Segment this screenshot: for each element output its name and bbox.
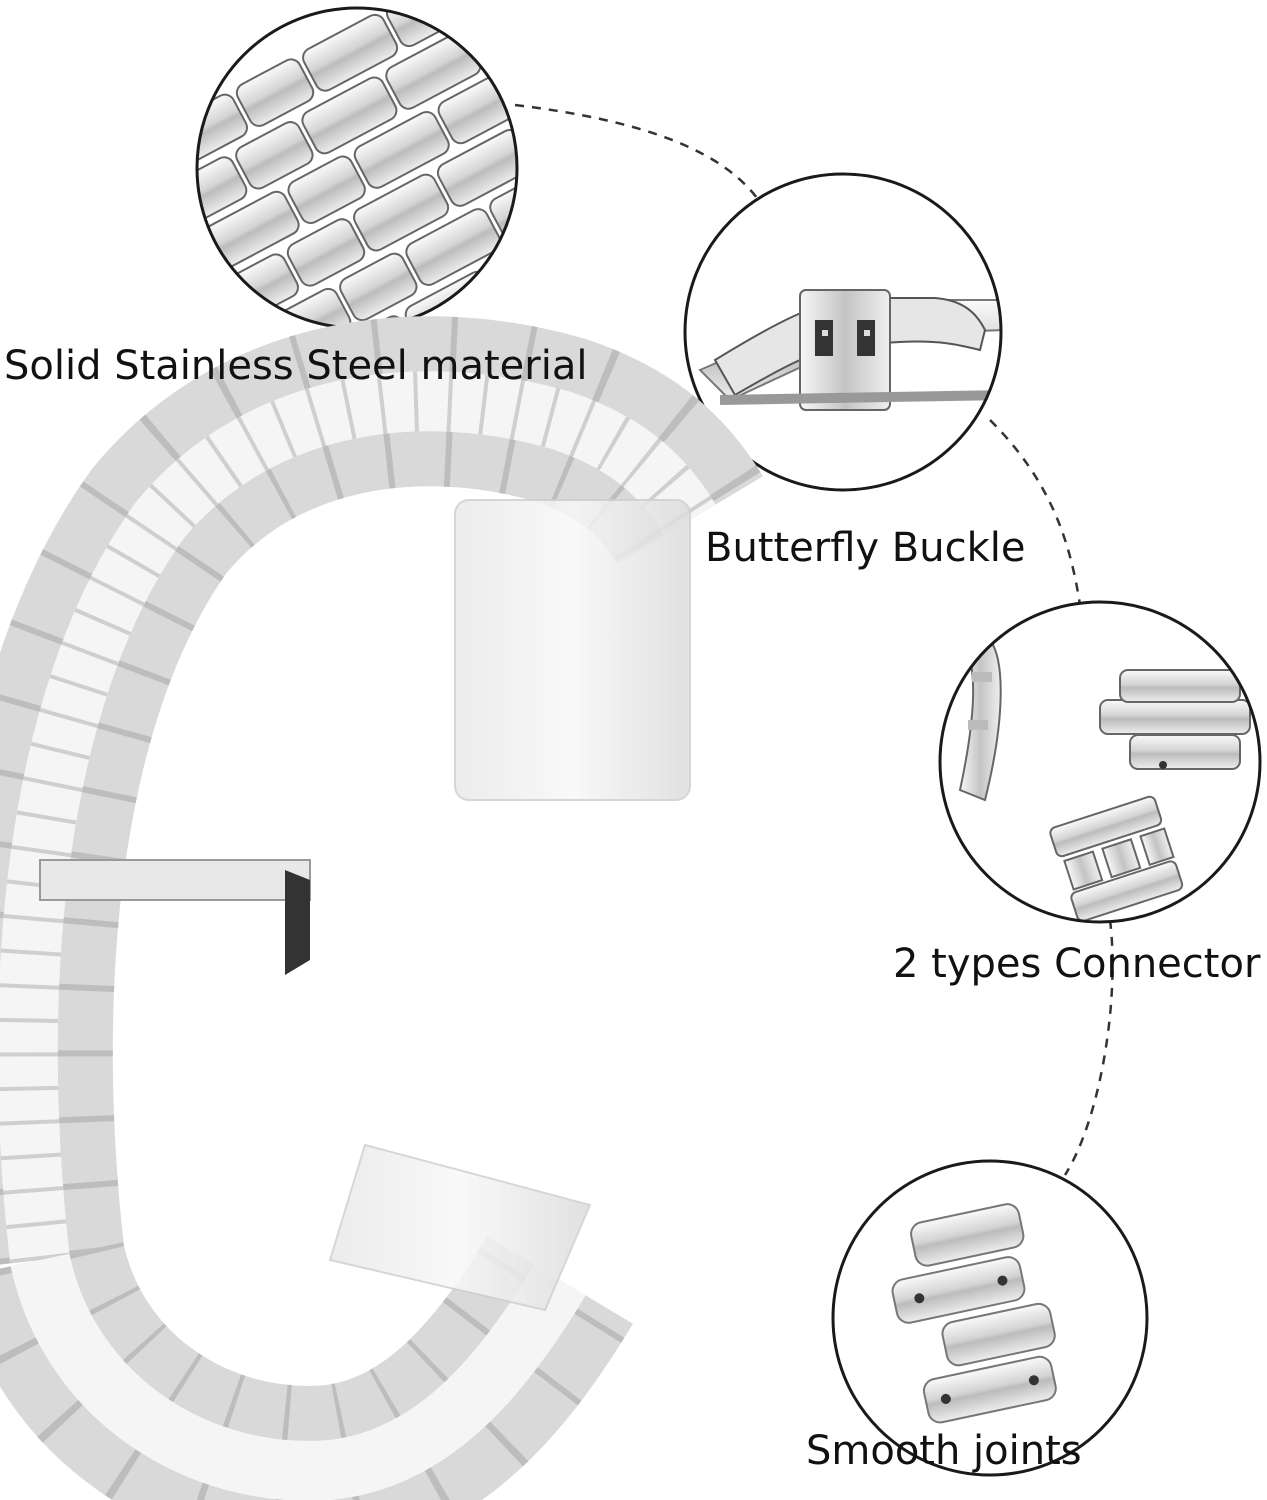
feature-label-connector: 2 types Connector <box>893 941 1261 987</box>
butterfly-buckle-icon <box>683 172 1003 492</box>
dashed-connector-line <box>514 103 1114 1176</box>
watch-bracelet-image <box>0 316 763 1500</box>
feature-label-butterfly-buckle: Butterfly Buckle <box>705 525 1026 571</box>
end-connectors-icon <box>938 600 1262 924</box>
feature-label-stainless-steel: Solid Stainless Steel material <box>4 343 588 389</box>
stainless-steel-links-closeup-icon <box>195 6 519 330</box>
feature-label-smooth-joints: Smooth joints <box>806 1428 1082 1474</box>
link-joints-icon <box>831 1159 1149 1477</box>
